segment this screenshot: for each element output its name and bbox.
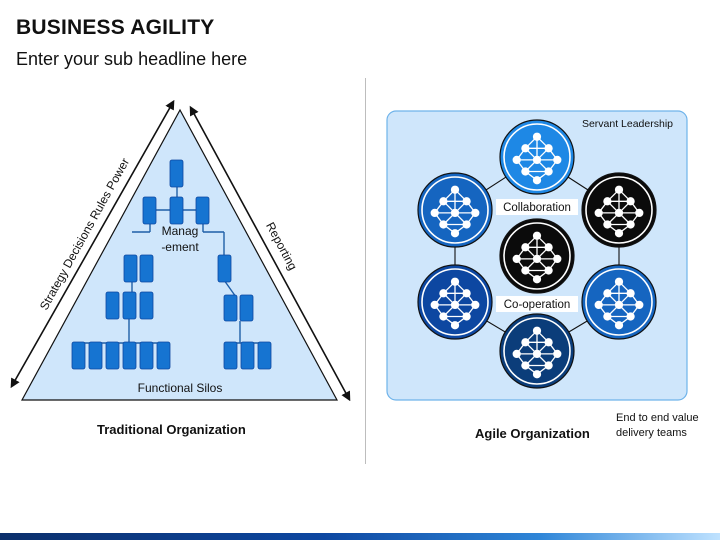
org-box-lower-left-2 — [122, 291, 137, 320]
silo-box-5 — [139, 341, 154, 370]
collaboration-label: Collaboration — [503, 202, 571, 214]
agile-caption: Agile Organization — [475, 426, 590, 441]
silo-box-8 — [240, 341, 255, 370]
teams-note: End to end value delivery teams — [616, 411, 699, 441]
functional-silos-label: Functional Silos — [138, 381, 223, 395]
team-circle-top — [499, 119, 575, 195]
cooperation-label-bg — [496, 296, 578, 312]
org-box-lower-right-1 — [223, 294, 238, 322]
org-chart — [71, 159, 272, 370]
silo-box-1 — [71, 341, 86, 370]
silo-box-3 — [105, 341, 120, 370]
org-box-top — [169, 159, 184, 188]
silo-box-4 — [122, 341, 137, 370]
servant-leadership-label: Servant Leadership — [582, 118, 673, 130]
team-circle-upper-left — [417, 172, 493, 248]
org-box-manager-center — [169, 196, 184, 225]
team-circle-upper-right — [581, 172, 657, 248]
org-box-lower-left-3 — [139, 291, 154, 320]
management-label-line2: -ement — [161, 240, 199, 254]
traditional-caption: Traditional Organization — [97, 422, 246, 437]
teams-note-line2: delivery teams — [616, 427, 687, 439]
org-box-lower-left-1 — [105, 291, 120, 320]
team-circle-bottom — [499, 313, 575, 389]
reporting-arrow-label: Reporting — [263, 220, 300, 273]
silo-box-2 — [88, 341, 103, 370]
org-box-mid-right — [217, 254, 232, 283]
silo-box-9 — [257, 341, 272, 370]
org-box-manager-left — [142, 196, 157, 225]
team-circles — [417, 119, 657, 389]
teams-note-line1: End to end value — [616, 412, 699, 424]
page-subtitle: Enter your sub headline here — [16, 49, 248, 69]
org-box-manager-right — [195, 196, 210, 225]
team-circle-center — [499, 218, 575, 294]
cooperation-label: Co-operation — [504, 299, 570, 311]
strategy-arrow — [10, 99, 175, 389]
org-box-lower-right-2 — [239, 294, 254, 322]
silo-box-7 — [223, 341, 238, 370]
org-box-mid-left-1 — [123, 254, 138, 283]
section-divider — [365, 78, 366, 464]
footer-accent-bar — [0, 533, 720, 540]
page-title: BUSINESS AGILITY — [16, 16, 215, 39]
reporting-arrow — [189, 105, 351, 402]
management-label-line1: Manag — [162, 224, 199, 238]
team-circle-lower-right — [581, 264, 657, 340]
team-circle-lower-left — [417, 264, 493, 340]
collaboration-label-bg — [496, 199, 578, 215]
silo-box-6 — [156, 341, 171, 370]
org-box-mid-left-2 — [139, 254, 154, 283]
